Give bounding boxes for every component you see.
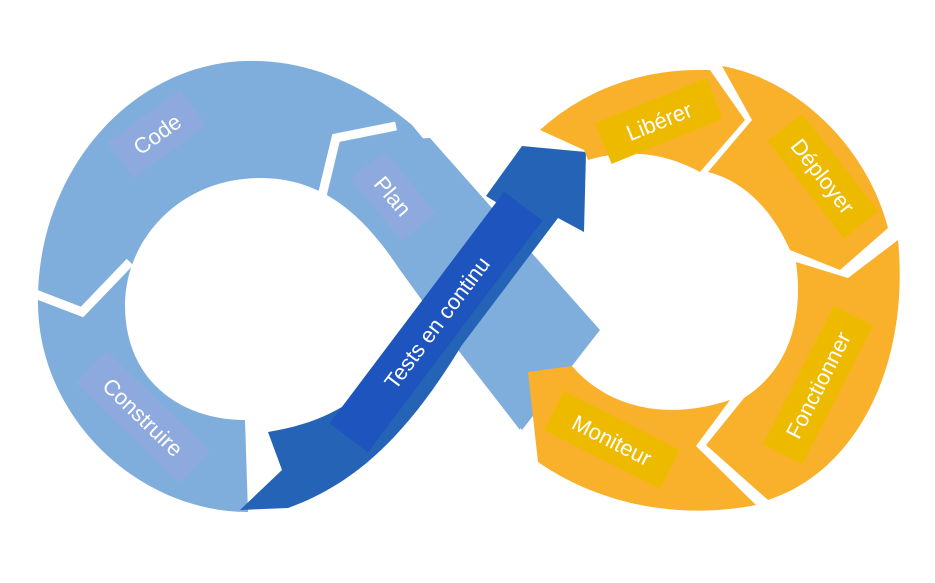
fonctionner-label-bg [762,305,874,465]
deployer-label-bg [767,113,879,239]
liberer-label-bg [595,78,723,164]
moniteur-label-bg [544,390,680,490]
code-label-bg [107,89,207,179]
left-separator-1 [28,258,134,318]
left-separator-2 [317,121,397,198]
plan-label-bg [350,151,436,241]
construire-label-bg [75,351,211,483]
tests-label-bg [329,191,543,453]
